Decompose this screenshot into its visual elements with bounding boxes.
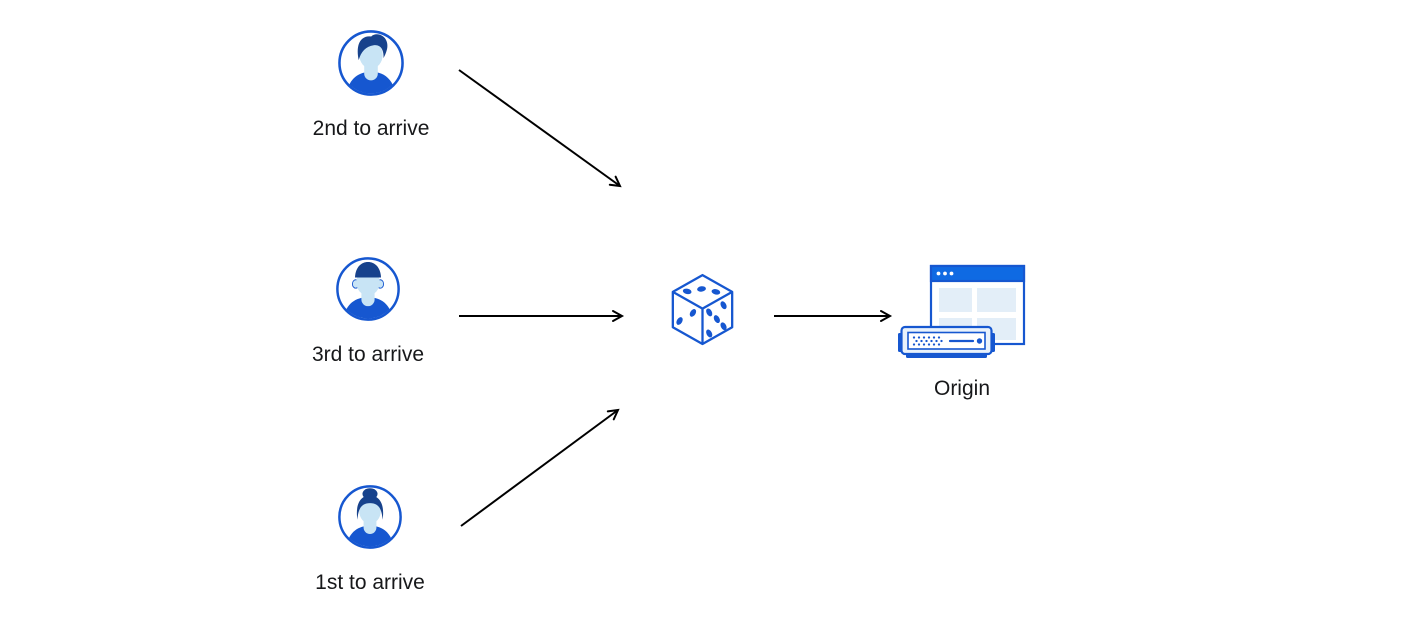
node-label: 3rd to arrive bbox=[311, 343, 425, 366]
server-icon bbox=[898, 325, 995, 358]
node-client-third: 3rd to arrive bbox=[312, 256, 424, 367]
edge-client1-to-dice bbox=[460, 408, 620, 527]
avatar-woman-bun-icon bbox=[337, 484, 403, 550]
origin-server-browser-icon bbox=[897, 262, 1027, 364]
node-random-selector bbox=[669, 271, 736, 350]
avatar-man-quiff-icon bbox=[337, 29, 405, 97]
dice-icon bbox=[669, 271, 736, 350]
node-client-first: 1st to arrive bbox=[315, 484, 425, 595]
avatar-man-flattop-icon bbox=[335, 256, 401, 322]
node-label: Origin bbox=[933, 377, 991, 400]
node-label: 1st to arrive bbox=[315, 571, 425, 594]
node-origin: Origin bbox=[897, 262, 1027, 401]
node-client-second: 2nd to arrive bbox=[313, 29, 429, 141]
node-label: 2nd to arrive bbox=[312, 117, 430, 140]
edge-client2-to-dice bbox=[458, 69, 622, 188]
